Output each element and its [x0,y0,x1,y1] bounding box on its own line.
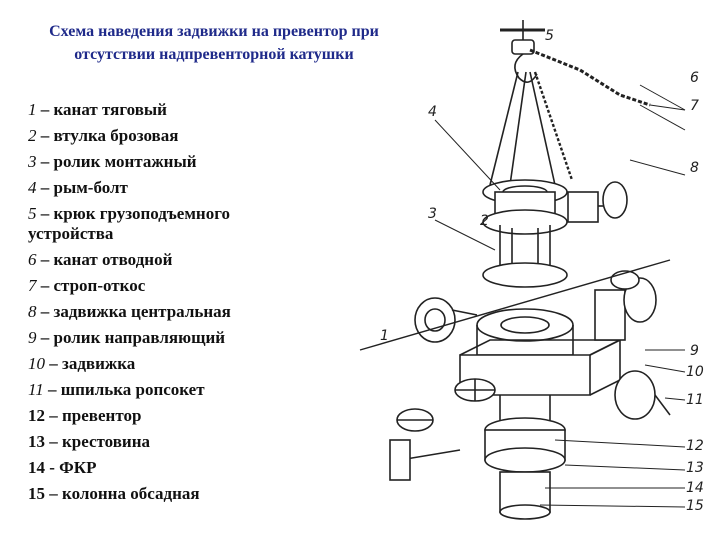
rope-cable-icon [529,48,686,111]
callout-1: 1 [380,328,389,344]
central-valve-icon [482,179,568,288]
legend-number: 15 [28,484,45,503]
handwheel-icon [567,181,628,223]
callout-4: 4 [428,104,437,120]
traction-rope-icon [359,259,671,351]
callout-10: 10 [686,364,704,380]
legend-item-7: 7 – строп-откос [28,273,358,299]
legend-item-9: 9 – ролик направляющий [28,325,358,351]
callout-12: 12 [686,438,704,454]
callout-2: 2 [480,213,489,229]
legend-text: – задвижка центральная [36,302,231,321]
legend-number: 9 [28,328,37,347]
legend-list: 1 – канат тяговый 2 – втулка брозовая 3 … [28,97,358,507]
legend-text: – канат отводной [36,250,173,269]
legend-text: – строп-откос [36,276,146,295]
legend-text: – задвижка [45,354,136,373]
legend-number: 5 [28,204,37,223]
side-ram-left-icon [414,297,478,343]
callout-9: 9 [690,343,699,359]
legend-number: 11 [28,380,44,399]
legend-text: – втулка брозовая [36,126,179,145]
diagram-svg: 4 3 1 6 7 8 9 10 11 12 13 14 15 2 5 [359,20,704,520]
legend-item-2: 2 – втулка брозовая [28,123,358,149]
callout-3: 3 [428,206,437,222]
legend-item-8: 8 – задвижка центральная [28,299,358,325]
title-line-2: отсутствии надпревенторной катушки [74,46,354,63]
legend-item-14: 14 - ФКР [28,455,358,481]
callout-14: 14 [686,480,704,496]
legend-number: 7 [28,276,37,295]
callout-11: 11 [686,392,704,408]
legend-text: – превентор [45,406,142,425]
legend-text: - ФКР [45,458,97,477]
legend-number: 13 [28,432,45,451]
side-ram-right-icon [594,277,671,420]
callout-5: 5 [545,28,554,44]
legend-item-3: 3 – ролик монтажный [28,149,358,175]
legend-number: 8 [28,302,37,321]
legend-number: 10 [28,354,45,373]
legend-number: 1 [28,100,37,119]
legend-item-10: 10 – задвижка [28,351,358,377]
callout-8: 8 [690,160,699,176]
lower-spool-icon [389,417,566,520]
legend-item-11: 11 – шпилька ропсокет [28,377,358,403]
callout-13: 13 [686,460,704,476]
legend-number: 4 [28,178,37,197]
legend-text: – ролик направляющий [36,328,226,347]
legend-number: 6 [28,250,37,269]
legend-number: 12 [28,406,45,425]
sling-lines-icon [489,71,574,186]
legend-item-13: 13 – крестовина [28,429,358,455]
callout-6: 6 [690,70,699,86]
legend-item-15: 15 – колонна обсадная [28,481,358,507]
legend-text: – крестовина [45,432,151,451]
bop-assembly-drawing: 4 3 1 6 7 8 9 10 11 12 13 14 15 2 5 [340,10,720,535]
callout-15: 15 [686,498,704,514]
diagram-title: Схема наведения задвижки на превентор пр… [4,20,424,66]
legend-number: 3 [28,152,37,171]
legend-text: – канат тяговый [36,100,167,119]
title-line-1: Схема наведения задвижки на превентор пр… [49,23,379,40]
crane-hook-icon [500,20,545,83]
legend-text: – крюк грузоподъемного устройства [28,204,230,243]
legend-text: – шпилька ропсокет [43,380,205,399]
legend-item-6: 6 – канат отводной [28,247,358,273]
legend-text: – ролик монтажный [36,152,197,171]
legend-number: 2 [28,126,37,145]
legend-item-5: 5 – крюк грузоподъемного устройства [28,204,288,244]
legend-item-4: 4 – рым-болт [28,175,358,201]
legend-item-12: 12 – превентор [28,403,358,429]
legend-item-1: 1 – канат тяговый [28,97,358,123]
legend-text: – колонна обсадная [45,484,200,503]
legend-text: – рым-болт [36,178,128,197]
callout-7: 7 [690,98,699,114]
legend-number: 14 [28,458,45,477]
